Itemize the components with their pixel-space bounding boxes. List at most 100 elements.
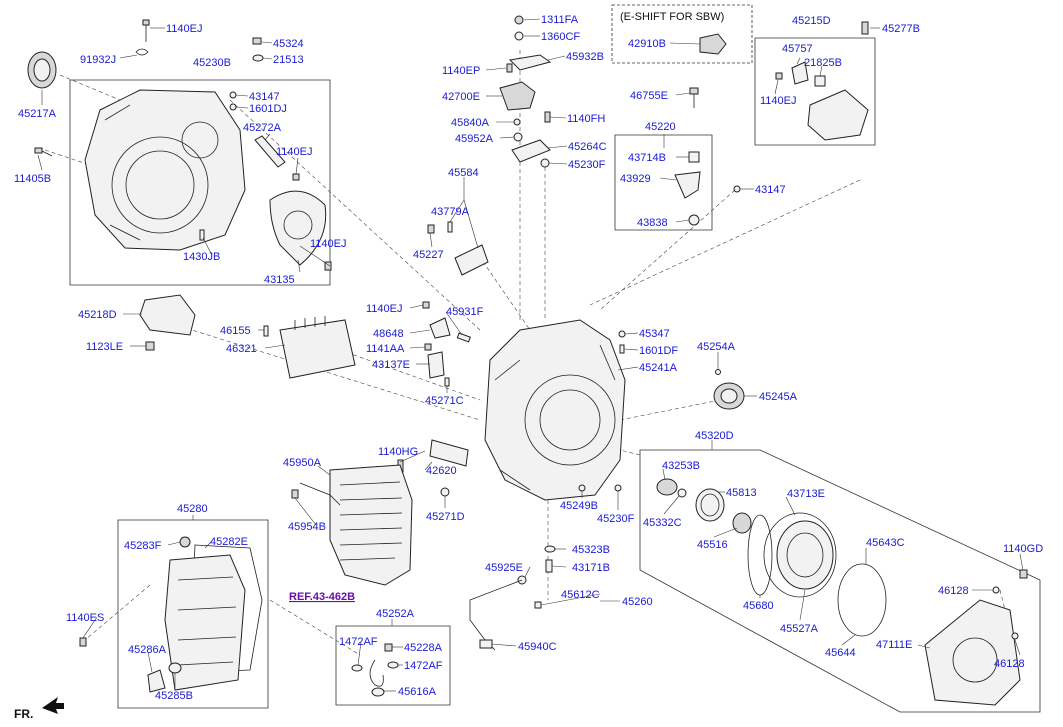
label-45230B[interactable]: 45230B — [193, 57, 231, 69]
label-45320D[interactable]: 45320D — [695, 430, 734, 442]
label-48648[interactable]: 48648 — [373, 328, 404, 340]
label-45347[interactable]: 45347 — [639, 328, 670, 340]
label-45227[interactable]: 45227 — [413, 249, 444, 261]
label-45584[interactable]: 45584 — [448, 167, 479, 179]
label-43838[interactable]: 43838 — [637, 217, 668, 229]
label-45516[interactable]: 45516 — [697, 539, 728, 551]
reference-link-43-462B[interactable]: REF.43-462B — [289, 591, 355, 603]
label-1141AA[interactable]: 1141AA — [366, 343, 405, 355]
label-45241A[interactable]: 45241A — [639, 362, 678, 374]
label-45286A[interactable]: 45286A — [128, 644, 167, 656]
label-45840A[interactable]: 45840A — [451, 117, 490, 129]
label-45282E[interactable]: 45282E — [210, 536, 248, 548]
label-45680[interactable]: 45680 — [743, 600, 774, 612]
label-45271D[interactable]: 45271D — [426, 511, 465, 523]
label-45813[interactable]: 45813 — [726, 487, 757, 499]
label-43137E[interactable]: 43137E — [372, 359, 410, 371]
label-1140EJ[interactable]: 1140EJ — [760, 95, 797, 107]
label-45215D[interactable]: 45215D — [792, 15, 831, 27]
label-91932J[interactable]: 91932J — [80, 54, 116, 66]
label-45940C[interactable]: 45940C — [518, 641, 557, 653]
part-45272A-plate — [254, 135, 286, 168]
label-1472AF[interactable]: 1472AF — [404, 660, 443, 672]
label-46128[interactable]: 46128 — [994, 658, 1025, 670]
label-45218D[interactable]: 45218D — [78, 309, 117, 321]
label-1140EJ[interactable]: 1140EJ — [310, 238, 347, 250]
label-43253B[interactable]: 43253B — [662, 460, 700, 472]
label-42700E[interactable]: 42700E — [442, 91, 480, 103]
label-42620[interactable]: 42620 — [426, 465, 457, 477]
label-1430JB[interactable]: 1430JB — [183, 251, 220, 263]
label-1140EJ[interactable]: 1140EJ — [366, 303, 403, 315]
label-45283F[interactable]: 45283F — [124, 540, 162, 552]
label-45220[interactable]: 45220 — [645, 121, 676, 133]
label-1140EJ[interactable]: 1140EJ — [276, 146, 313, 158]
label-45332C[interactable]: 45332C — [643, 517, 682, 529]
label-45271C[interactable]: 45271C — [425, 395, 464, 407]
label-45272A[interactable]: 45272A — [243, 122, 282, 134]
label-45932B[interactable]: 45932B — [566, 51, 604, 63]
label-1140HG[interactable]: 1140HG — [378, 446, 418, 458]
label-43714B[interactable]: 43714B — [628, 152, 666, 164]
label-45228A[interactable]: 45228A — [404, 642, 443, 654]
label-43929[interactable]: 43929 — [620, 173, 651, 185]
label-45527A[interactable]: 45527A — [780, 623, 819, 635]
label-45757[interactable]: 45757 — [782, 43, 813, 55]
label-1360CF[interactable]: 1360CF — [541, 31, 580, 43]
label-45616A[interactable]: 45616A — [398, 686, 437, 698]
label-45254A[interactable]: 45254A — [697, 341, 736, 353]
label-45245A[interactable]: 45245A — [759, 391, 798, 403]
label-45954B[interactable]: 45954B — [288, 521, 326, 533]
label-45324[interactable]: 45324 — [273, 38, 304, 50]
label-43147[interactable]: 43147 — [755, 184, 786, 196]
label-11405B[interactable]: 11405B — [14, 173, 51, 185]
part-45254A — [715, 369, 721, 375]
label-45644[interactable]: 45644 — [825, 647, 856, 659]
label-45931F[interactable]: 45931F — [446, 306, 484, 318]
label-45323B[interactable]: 45323B — [572, 544, 610, 556]
part-45277B — [861, 21, 869, 35]
label-45260[interactable]: 45260 — [622, 596, 653, 608]
label-45230F[interactable]: 45230F — [568, 159, 606, 171]
label-45249B[interactable]: 45249B — [560, 500, 598, 512]
label-1123LE[interactable]: 1123LE — [86, 341, 123, 353]
label-21513[interactable]: 21513 — [273, 54, 304, 66]
label-45643C[interactable]: 45643C — [866, 537, 905, 549]
label-47111E[interactable]: 47111E — [876, 639, 912, 651]
label-45950A[interactable]: 45950A — [283, 457, 322, 469]
label-1140FH[interactable]: 1140FH — [567, 113, 605, 125]
label-45925E[interactable]: 45925E — [485, 562, 523, 574]
label-46321[interactable]: 46321 — [226, 343, 257, 355]
label-45230F[interactable]: 45230F — [597, 513, 635, 525]
label-1140EP[interactable]: 1140EP — [442, 65, 480, 77]
label-46155[interactable]: 46155 — [220, 325, 251, 337]
label-45952A[interactable]: 45952A — [455, 133, 494, 145]
label-1140ES[interactable]: 1140ES — [66, 612, 104, 624]
label-43713E[interactable]: 43713E — [787, 488, 825, 500]
label-45285B[interactable]: 45285B — [155, 690, 193, 702]
label-43135[interactable]: 43135 — [264, 274, 295, 286]
part-45332C — [677, 488, 687, 498]
label-46755E[interactable]: 46755E — [630, 90, 668, 102]
label-45612C[interactable]: 45612C — [561, 589, 600, 601]
label-21825B[interactable]: 21825B — [804, 57, 842, 69]
label-43147[interactable]: 43147 — [249, 91, 280, 103]
label-42910B[interactable]: 42910B — [628, 38, 666, 50]
label-45217A[interactable]: 45217A — [18, 108, 57, 120]
label-43779A[interactable]: 43779A — [431, 206, 470, 218]
label-1140EJ[interactable]: 1140EJ — [166, 23, 203, 35]
label-1472AF[interactable]: 1472AF — [339, 636, 378, 648]
label-43171B[interactable]: 43171B — [572, 562, 610, 574]
label-1601DJ[interactable]: 1601DJ — [249, 103, 287, 115]
part-43137E — [427, 351, 445, 379]
label-1311FA[interactable]: 1311FA — [541, 14, 579, 26]
label-45252A[interactable]: 45252A — [376, 608, 415, 620]
label-46128[interactable]: 46128 — [938, 585, 969, 597]
label-45264C[interactable]: 45264C — [568, 141, 607, 153]
label-45280[interactable]: 45280 — [177, 503, 208, 515]
part-45230B-converter-housing — [84, 89, 246, 251]
label-1601DF[interactable]: 1601DF — [639, 345, 678, 357]
label-1140GD[interactable]: 1140GD — [1003, 543, 1043, 555]
label-45277B[interactable]: 45277B — [882, 23, 920, 35]
